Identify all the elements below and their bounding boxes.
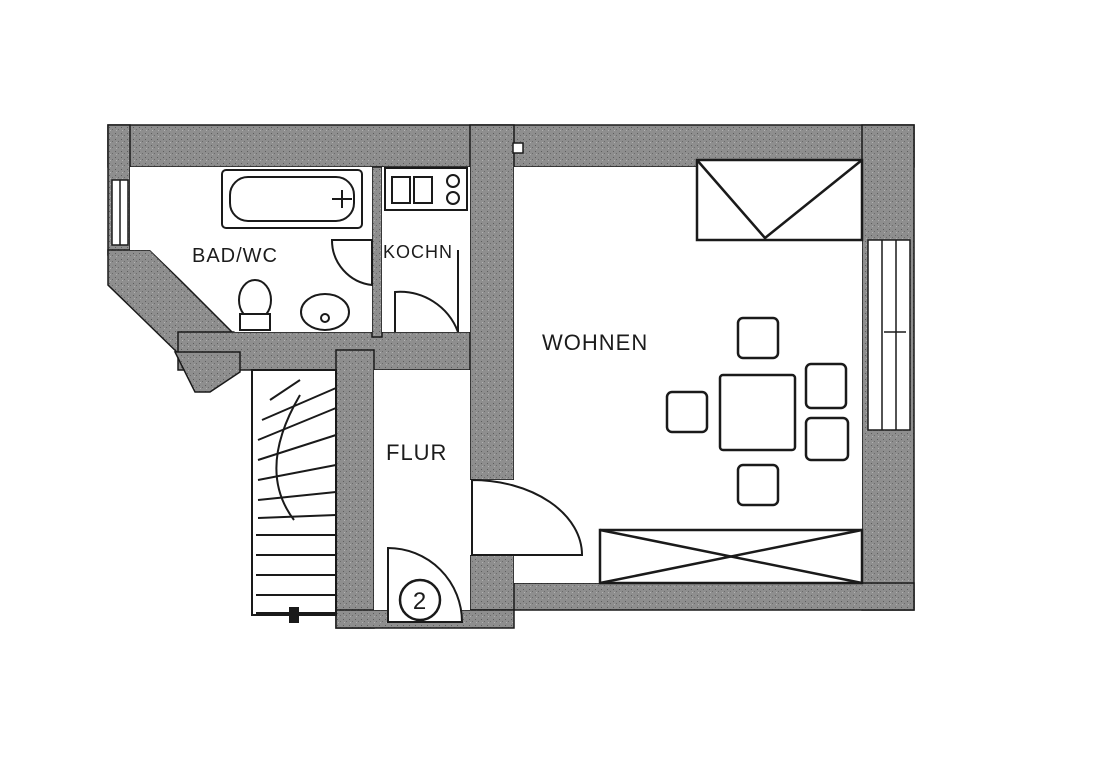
bath-fixtures: [221, 169, 363, 331]
wall-hall-living-lower: [469, 554, 515, 611]
chair-left: [665, 390, 709, 434]
washbasin: [300, 293, 350, 331]
door-bath[interactable]: [330, 239, 373, 287]
living-furniture: [598, 158, 864, 585]
chair-right-top: [804, 362, 848, 410]
wardrobe: [695, 158, 864, 242]
bathtub-inner: [229, 176, 355, 222]
wall-stairs-hall: [335, 349, 375, 629]
wall-stair-stub: [173, 351, 241, 393]
unit-number-badge: [398, 578, 442, 622]
chair-top: [736, 316, 780, 360]
windows: [111, 142, 911, 431]
wall-bath-kitchen: [371, 166, 383, 338]
stair-post: [289, 607, 299, 623]
door-kitchen[interactable]: [394, 290, 459, 333]
unit-number: 2: [413, 588, 427, 615]
label-living: WOHNEN: [542, 330, 648, 355]
chair-right-bottom: [804, 416, 850, 462]
wall-hall-living: [469, 124, 515, 481]
staircase: [251, 369, 337, 623]
stove-burner: [446, 174, 460, 188]
window-living: [867, 239, 911, 431]
label-kitchen: KOCHN: [383, 242, 453, 262]
label-bath: BAD/WC: [192, 245, 278, 267]
chair-bottom: [736, 463, 780, 507]
kitchen-fixtures: [384, 167, 468, 211]
door-living[interactable]: [471, 478, 584, 556]
wall-bottom-living: [469, 582, 915, 611]
label-hall: FLUR: [386, 440, 447, 465]
vent-top: [512, 142, 524, 154]
dining-table: [718, 373, 797, 452]
